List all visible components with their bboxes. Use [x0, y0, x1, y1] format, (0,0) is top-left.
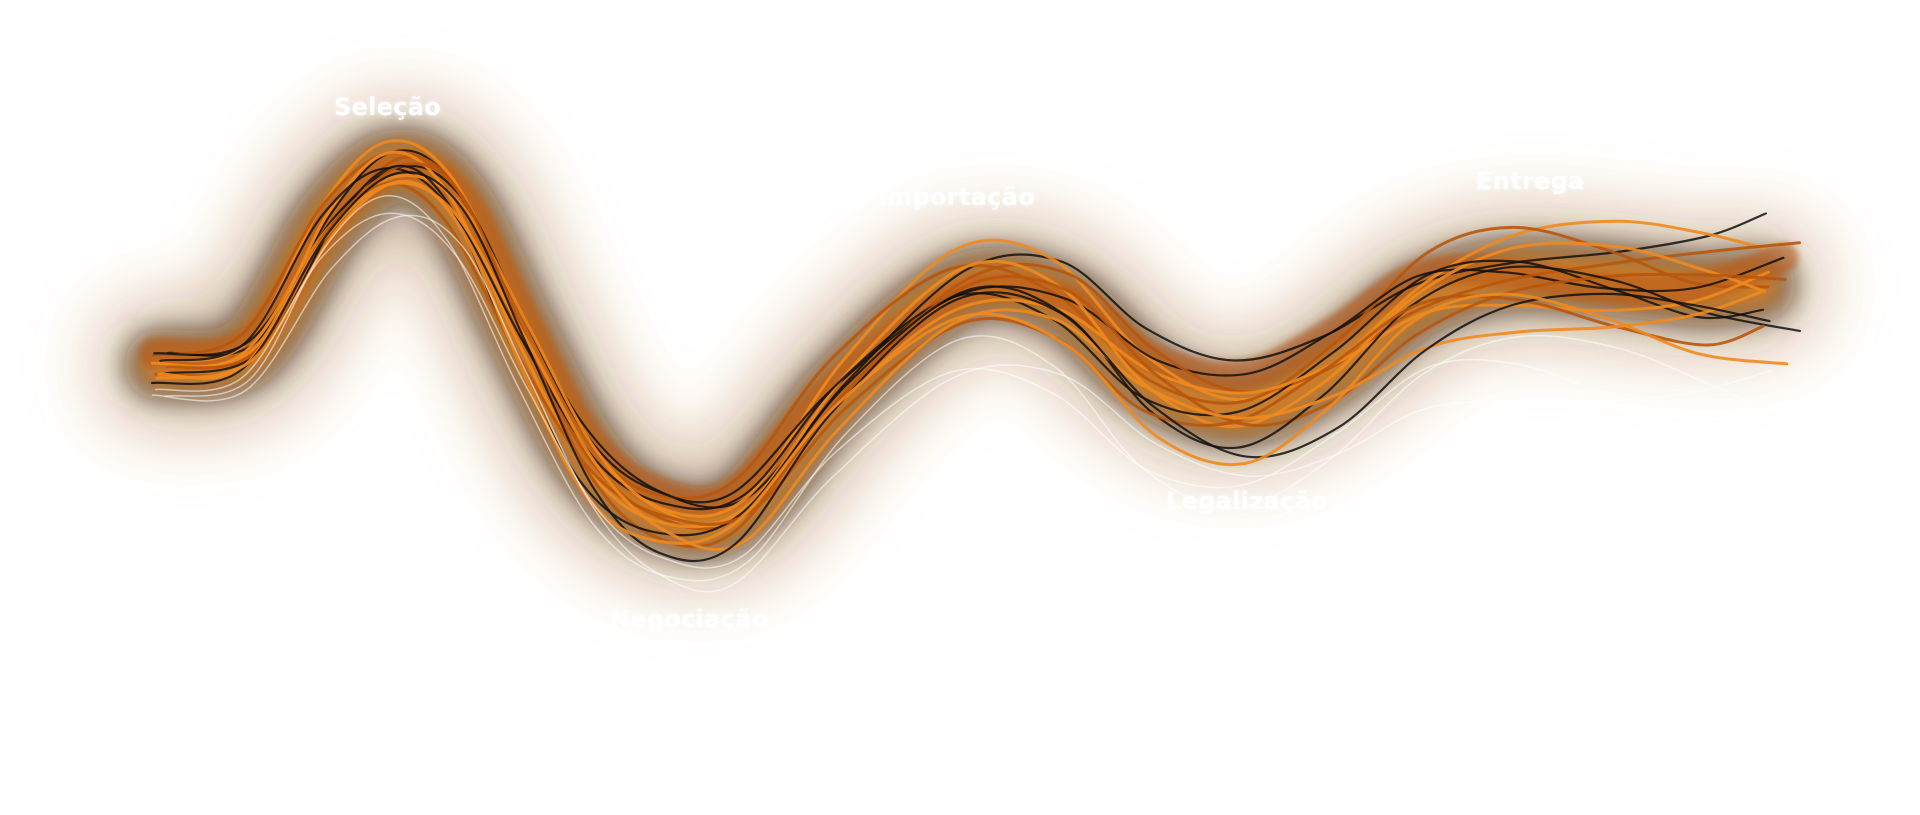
ribbon-strands — [150, 139, 1801, 593]
stage-label-negociacao: Negociação — [610, 605, 769, 633]
ribbon-strand — [164, 164, 1801, 537]
stage-label-entrega: Entrega — [1476, 167, 1585, 195]
stage-label-legalizacao: Legalização — [1166, 487, 1328, 515]
ribbon-strand — [154, 162, 1787, 549]
ribbon-glow — [85, 89, 1835, 599]
ribbon-halo — [85, 89, 1835, 599]
ribbon-highlight — [151, 214, 1773, 593]
stage-label-selecao: Seleção — [334, 93, 442, 121]
ribbon-strand — [166, 150, 1767, 529]
ribbon-highlight — [164, 195, 1761, 582]
ribbon-highlight — [154, 212, 1761, 569]
ribbon-strand — [155, 179, 1789, 545]
stage-label-importacao: Importação — [878, 183, 1036, 211]
ribbon-strand — [160, 139, 1766, 518]
